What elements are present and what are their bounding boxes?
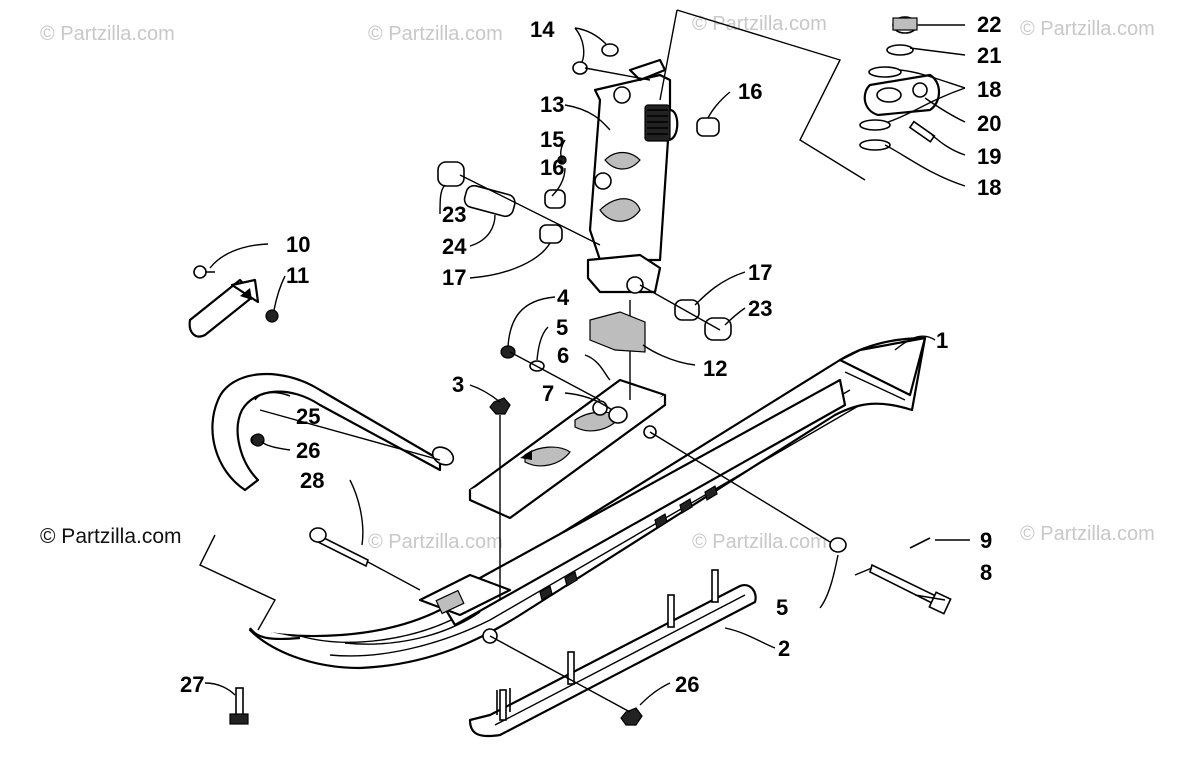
callout-14: 14 bbox=[530, 17, 555, 42]
callout-18: 18 bbox=[977, 175, 1001, 200]
watermark-layer: © Partzilla.com © Partzilla.com © Partzi… bbox=[40, 13, 1155, 553]
callout-10: 10 bbox=[286, 232, 310, 257]
callout-1: 1 bbox=[936, 328, 948, 353]
wear-bar bbox=[468, 569, 757, 738]
ski bbox=[248, 336, 927, 670]
brand-credit: © Partzilla.com bbox=[40, 525, 182, 548]
callout-25: 25 bbox=[296, 404, 320, 429]
watermark: © Partzilla.com bbox=[368, 531, 503, 553]
watermark: © Partzilla.com bbox=[1020, 523, 1155, 545]
callout-17: 17 bbox=[748, 260, 772, 285]
callout-8: 8 bbox=[980, 560, 992, 585]
callout-2: 2 bbox=[778, 636, 790, 661]
callout-5: 5 bbox=[776, 595, 788, 620]
callout-5: 5 bbox=[556, 315, 568, 340]
loop-handle bbox=[211, 372, 455, 492]
spindle bbox=[586, 9, 679, 400]
clip-bracket bbox=[188, 265, 279, 338]
callout-28: 28 bbox=[300, 468, 324, 493]
callout-26: 26 bbox=[675, 672, 699, 697]
watermark: © Partzilla.com bbox=[40, 23, 175, 45]
callout-21: 21 bbox=[977, 43, 1001, 68]
callout-23: 23 bbox=[748, 296, 772, 321]
callout-6: 6 bbox=[557, 343, 569, 368]
callout-11: 11 bbox=[286, 263, 309, 288]
callout-27: 27 bbox=[180, 672, 204, 697]
callout-22: 22 bbox=[977, 12, 1001, 37]
callout-3: 3 bbox=[452, 372, 464, 397]
leader-lines bbox=[204, 24, 970, 706]
hardware bbox=[199, 43, 952, 726]
watermark: © Partzilla.com bbox=[692, 13, 827, 35]
callout-4: 4 bbox=[557, 285, 570, 310]
callout-15: 15 bbox=[540, 127, 564, 152]
callout-17: 17 bbox=[442, 265, 466, 290]
callout-9: 9 bbox=[980, 528, 992, 553]
callout-labels: 1 2 3 4 5 5 6 7 8 9 10 11 12 13 14 15 16… bbox=[180, 12, 1001, 697]
callout-20: 20 bbox=[977, 111, 1001, 136]
callout-16: 16 bbox=[540, 155, 564, 180]
steering-arm bbox=[676, 9, 941, 181]
callout-13: 13 bbox=[540, 92, 564, 117]
callout-7: 7 bbox=[542, 381, 554, 406]
watermark: © Partzilla.com bbox=[692, 531, 827, 553]
callout-24: 24 bbox=[442, 234, 467, 259]
watermark: © Partzilla.com bbox=[368, 23, 503, 45]
callout-18: 18 bbox=[977, 77, 1001, 102]
callout-23: 23 bbox=[442, 202, 466, 227]
callout-12: 12 bbox=[703, 356, 727, 381]
callout-19: 19 bbox=[977, 144, 1001, 169]
callout-16: 16 bbox=[738, 79, 762, 104]
watermark: © Partzilla.com bbox=[1020, 18, 1155, 40]
callout-26: 26 bbox=[296, 438, 320, 463]
